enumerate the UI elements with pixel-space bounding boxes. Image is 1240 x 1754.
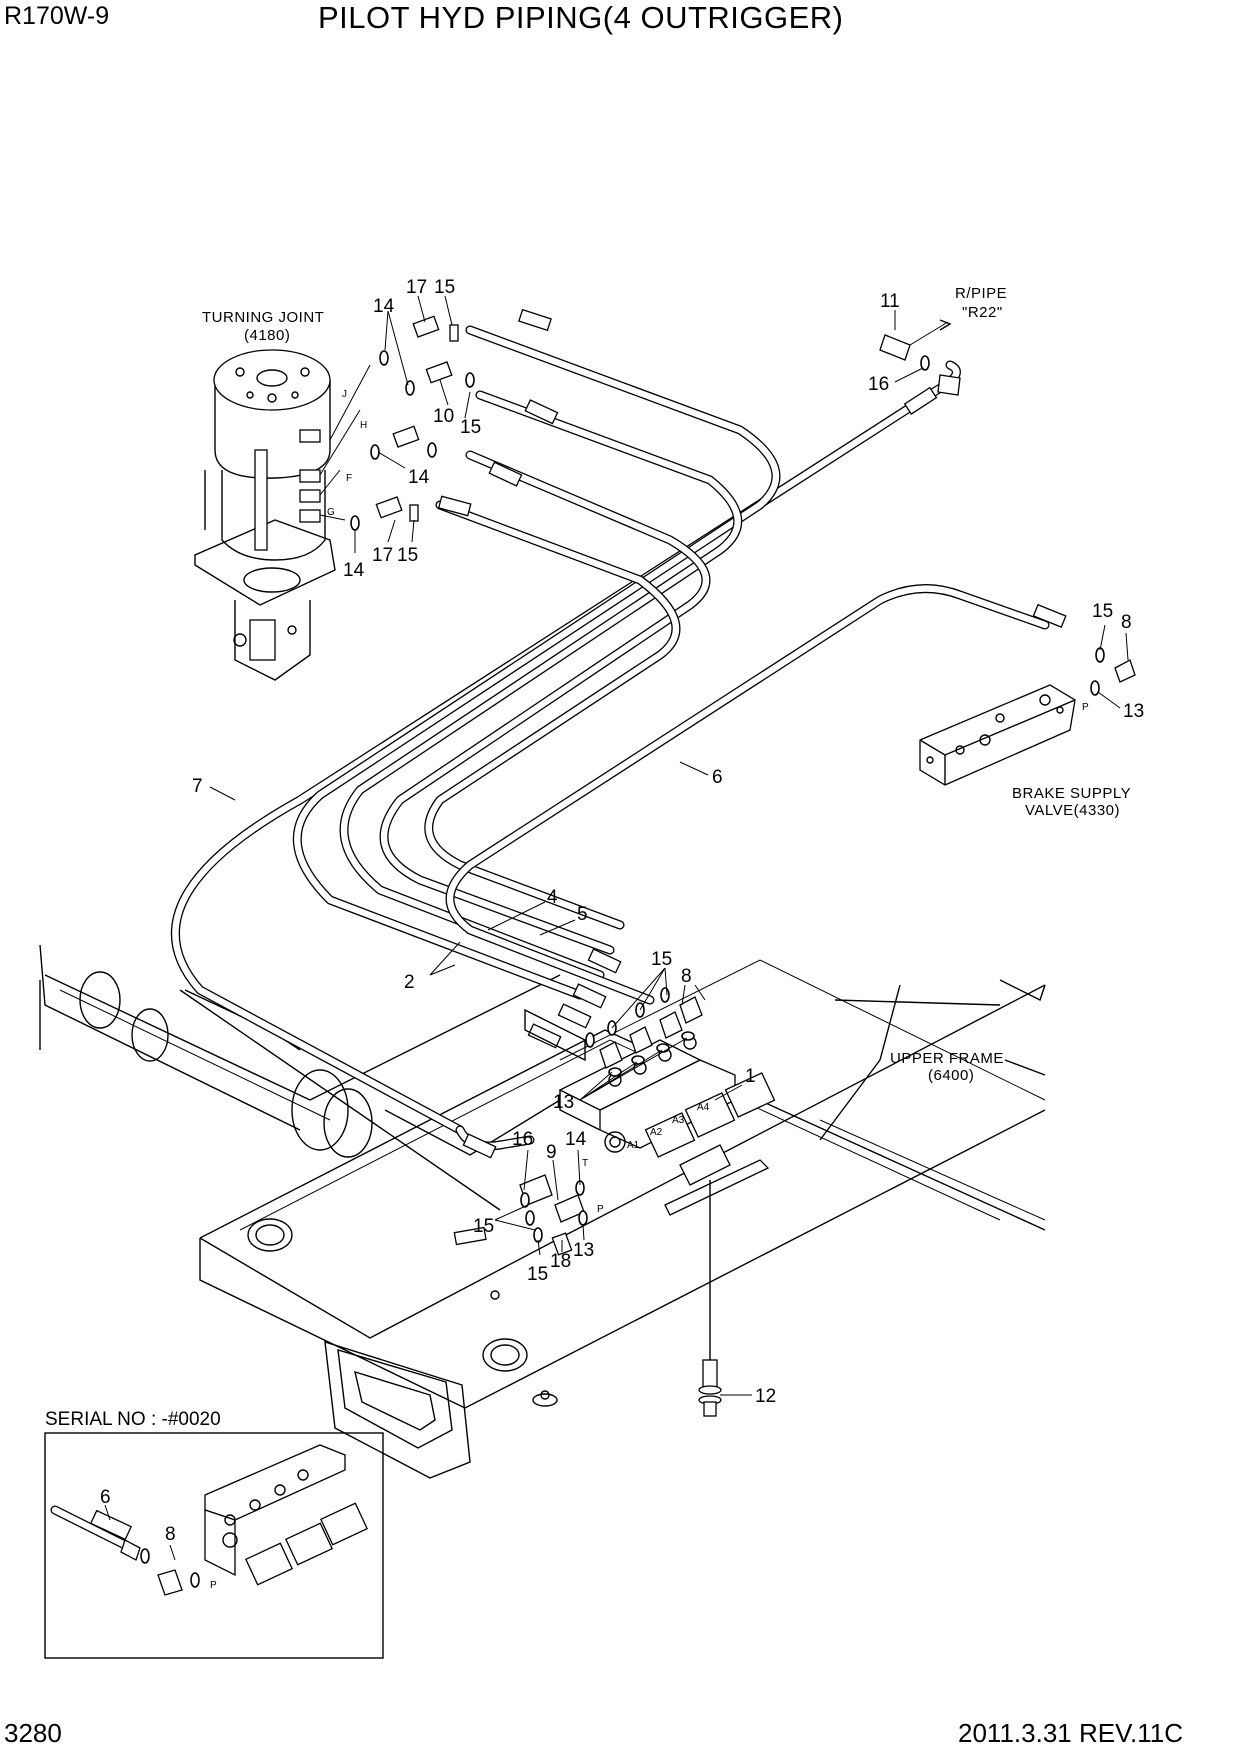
turning-joint-fittings bbox=[350, 315, 475, 531]
turning-joint: TURNING JOINT (4180) J H F G bbox=[194, 309, 371, 681]
port-a1: A1 bbox=[627, 1140, 640, 1151]
callout-8: 8 bbox=[165, 1524, 176, 1545]
callout-13: 13 bbox=[553, 1092, 574, 1113]
upper-frame: UPPER FRAME (6400) bbox=[39, 944, 1046, 1479]
callout-5: 5 bbox=[577, 904, 588, 925]
callout-7: 7 bbox=[192, 776, 203, 797]
callout-15: 15 bbox=[473, 1216, 494, 1237]
callout-17: 17 bbox=[406, 277, 427, 298]
port-h: H bbox=[360, 420, 367, 431]
callout-6: 6 bbox=[712, 767, 723, 788]
port-a4: A4 bbox=[697, 1102, 710, 1113]
callout-4: 4 bbox=[547, 887, 558, 908]
callout-8: 8 bbox=[681, 966, 692, 987]
callouts: 14 17 15 10 15 14 14 17 15 11 16 15 8 13… bbox=[192, 277, 1144, 1407]
upper-frame-label: UPPER FRAME bbox=[890, 1050, 1004, 1067]
callout-18: 18 bbox=[550, 1251, 571, 1272]
port-t: T bbox=[582, 1158, 588, 1169]
serial-number-label: SERIAL NO : -#0020 bbox=[45, 1409, 221, 1430]
revision-stamp: 2011.3.31 REV.11C bbox=[958, 1718, 1184, 1748]
callout-11: 11 bbox=[880, 291, 900, 312]
callout-15: 15 bbox=[434, 277, 455, 298]
port-p-main: P bbox=[597, 1204, 604, 1215]
brake-supply-label: BRAKE SUPPLY bbox=[1012, 785, 1131, 802]
port-f: F bbox=[346, 473, 352, 484]
brake-supply-valve: P BRAKE SUPPLY VALVE(4330) bbox=[919, 647, 1136, 819]
callout-15: 15 bbox=[527, 1264, 548, 1285]
callout-1: 1 bbox=[745, 1066, 756, 1087]
r-pipe-code: "R22" bbox=[962, 304, 1003, 321]
turning-joint-label: TURNING JOINT bbox=[202, 309, 324, 326]
r-pipe-label: R/PIPE bbox=[955, 285, 1007, 302]
serial-inset: SERIAL NO : -#0020 P 6 8 bbox=[44, 1409, 384, 1659]
callout-12: 12 bbox=[755, 1386, 776, 1407]
callout-14: 14 bbox=[408, 467, 430, 488]
callout-14: 14 bbox=[565, 1129, 587, 1150]
callout-14: 14 bbox=[373, 296, 395, 317]
port-a3: A3 bbox=[672, 1115, 685, 1126]
model-number: R170W-9 bbox=[4, 2, 110, 30]
turning-joint-code: (4180) bbox=[244, 327, 290, 344]
port-a2: A2 bbox=[650, 1127, 663, 1138]
brake-supply-code: VALVE(4330) bbox=[1025, 802, 1120, 819]
callout-2: 2 bbox=[404, 972, 415, 993]
valve-fittings bbox=[519, 987, 722, 1417]
callout-13: 13 bbox=[1123, 701, 1144, 722]
callout-15: 15 bbox=[1092, 601, 1113, 622]
callout-8: 8 bbox=[1121, 612, 1132, 633]
callout-13: 13 bbox=[573, 1240, 594, 1261]
page-title: PILOT HYD PIPING(4 OUTRIGGER) bbox=[318, 0, 844, 35]
callout-15: 15 bbox=[397, 545, 418, 566]
callout-6: 6 bbox=[100, 1487, 111, 1508]
port-p-inset: P bbox=[210, 1580, 217, 1591]
port-g: G bbox=[327, 507, 335, 518]
port-j: J bbox=[342, 389, 347, 400]
page-number: 3280 bbox=[4, 1718, 62, 1748]
tee-fitting-group: R/PIPE "R22" bbox=[879, 285, 1007, 396]
callout-15: 15 bbox=[651, 949, 672, 970]
callout-9: 9 bbox=[546, 1142, 557, 1163]
callout-15: 15 bbox=[460, 417, 481, 438]
callout-10: 10 bbox=[433, 406, 454, 427]
upper-frame-code: (6400) bbox=[928, 1067, 974, 1084]
callout-14: 14 bbox=[343, 560, 365, 581]
port-p-brake: P bbox=[1082, 702, 1089, 713]
solenoid-valve: A1 A2 A3 A4 T P bbox=[524, 1008, 776, 1216]
callout-16: 16 bbox=[868, 374, 889, 395]
callout-16: 16 bbox=[512, 1129, 533, 1150]
hose-ferrules bbox=[437, 308, 1067, 1246]
hose-bundle bbox=[171, 325, 1050, 1151]
callout-17: 17 bbox=[372, 545, 393, 566]
